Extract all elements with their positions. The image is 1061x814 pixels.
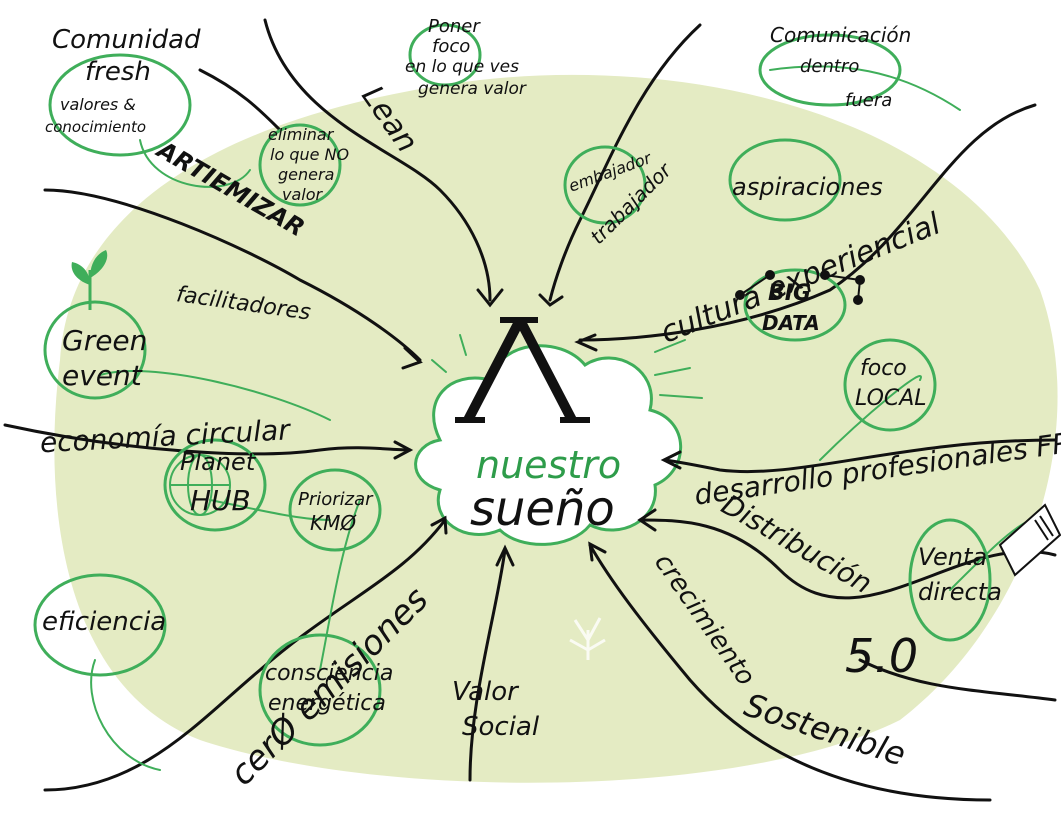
eliminar-label-2: lo que NO [270,145,349,164]
arrowheads [393,288,682,567]
node-rings [33,23,992,747]
foco-local-label-2: LOCAL [855,386,927,411]
venta-label-1: Venta [918,543,987,571]
priorizar-label-2: KMØ [310,511,357,535]
planet-label-1: Planet [180,448,257,476]
green-event-label-1: Green [62,324,147,357]
big-data-label-1: BIG [768,281,811,306]
aspiraciones-label: aspiraciones [732,173,883,201]
lambda-logo [455,317,590,423]
ring-eliminar [258,123,342,207]
venta-label-2: directa [918,578,1002,606]
foco-local-label-1: foco [860,356,907,381]
planet-label-2: HUB [190,484,251,517]
ring-venta-directa [908,518,992,642]
center-title-top: nuestro [476,443,621,487]
comunidad-label-4: conocimiento [45,118,146,136]
poner-label-4: genera valor [418,79,527,99]
distribucion-label-2: 5.0 [845,629,918,683]
ring-trabajador [563,145,647,225]
comunicacion-label-2: dentro [800,56,859,77]
big-data-label-2: DATA [762,311,820,335]
ring-planet-hub [163,438,267,532]
globe-icon [169,454,231,516]
ring-big-data [743,268,847,342]
valor-social-label-1: Valor [452,677,520,707]
ring-consciencia [258,633,382,747]
green-connectors [90,65,1031,771]
ring-priorizar [288,468,382,552]
comunidad-label-2: fresh [85,57,151,87]
poner-label-1: Poner [428,16,481,37]
eliminar-label-1: eliminar [268,125,335,144]
comunicacion-label-1: Comunicación [770,23,911,47]
consciencia-label-2: energética [268,691,386,716]
eliminar-label-3: genera [278,165,334,184]
valor-social-label-2: Social [462,712,540,742]
eliminar-label-4: valor [282,185,324,204]
consciencia-label-1: consciencia [265,661,393,686]
comunidad-label-1: Comunidad [52,25,201,55]
ring-eficiencia [33,573,167,677]
eficiencia-label: eficiencia [42,607,166,637]
poner-label-3: en lo que ves [405,57,519,77]
priorizar-label-1: Priorizar [298,489,374,510]
ring-poner-foco [408,23,482,87]
ring-comunicacion [758,33,902,107]
ring-comunidad [48,53,192,157]
poner-label-2: foco [432,36,470,57]
ring-green-event [43,300,147,400]
center-title-bottom: sueño [470,481,615,537]
green-rays [431,334,703,399]
network-icon [735,270,865,305]
tag-icon [998,503,1061,577]
comunidad-label-3: valores & [60,95,136,114]
tree-logo [569,617,606,660]
seedling-icon [71,250,108,310]
ring-foco-local [843,338,937,432]
branch-lines [3,18,1057,802]
comunicacion-label-3: fuera [845,90,892,111]
ring-aspiraciones [728,138,842,222]
green-event-label-2: event [62,359,143,392]
